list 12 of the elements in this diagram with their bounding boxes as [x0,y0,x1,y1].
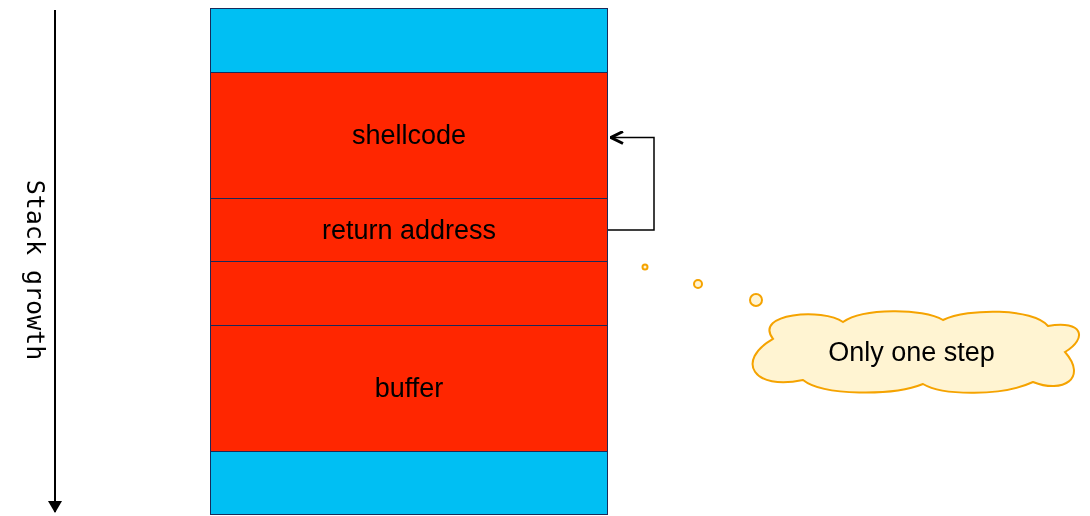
axis-label: Stack growth [20,179,50,361]
cell-label: shellcode [351,120,467,151]
cell-label: return address [321,214,497,246]
stack-frame-cell [210,72,608,199]
cell-label: buffer [374,373,444,404]
arrow [607,130,655,231]
cloud-text: Only one step [828,336,995,368]
stack-frame-cell [210,325,608,452]
stack-cell [210,451,608,515]
stack-cell [210,261,608,326]
stack-frame-cell [210,198,608,262]
stack-cell [210,8,608,73]
